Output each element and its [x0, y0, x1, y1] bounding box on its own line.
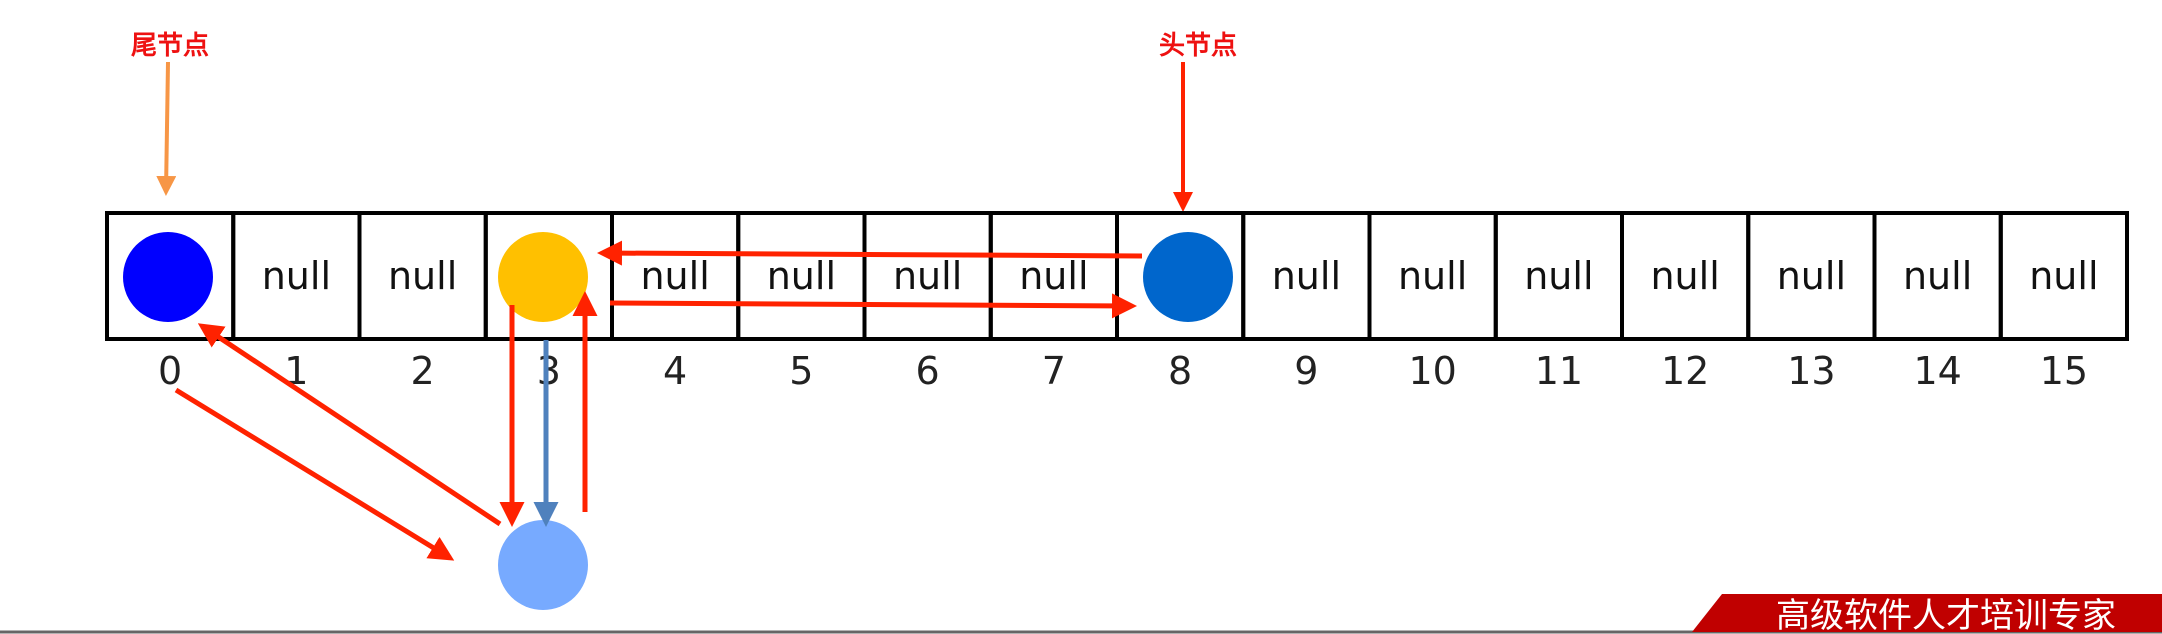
bucket-index-label: 15 — [2040, 349, 2088, 393]
bucket-null-label: null — [1019, 254, 1088, 298]
bucket-index-label: 13 — [1787, 349, 1835, 393]
bucket-null-label: null — [1524, 254, 1593, 298]
arrow-node8-to-node3 — [597, 240, 1143, 266]
new-node — [498, 520, 588, 610]
bucket-index-label: 7 — [1042, 349, 1066, 393]
bucket-null-label: null — [388, 254, 457, 298]
bucket-index-label: 5 — [789, 349, 813, 393]
bucket-index-label: 4 — [663, 349, 687, 393]
footer-banner — [1692, 594, 2162, 632]
bucket-null-label: null — [640, 254, 709, 298]
tail-node-label: 尾节点 — [131, 30, 209, 61]
bucket-cell-15 — [1998, 211, 2129, 341]
bucket-null-label: null — [1398, 254, 1467, 298]
node-bucket-8 — [1143, 232, 1233, 322]
arrow-node0-to-new — [174, 387, 455, 561]
bucket-index-label: 3 — [537, 349, 561, 393]
node-bucket-3 — [498, 232, 588, 322]
bucket-null-label: null — [767, 254, 836, 298]
footer-slogan: 高级软件人才培训专家 — [1776, 596, 2116, 634]
bucket-null-label: null — [262, 254, 331, 298]
tail-pointer-arrow — [156, 61, 177, 196]
bucket-index-label: 10 — [1408, 349, 1456, 393]
bucket-null-label: null — [893, 254, 962, 298]
bucket-null-label: null — [2029, 254, 2098, 298]
bucket-index-label: 12 — [1661, 349, 1709, 393]
bucket-null-label: null — [1777, 254, 1846, 298]
bucket-array: null null null null null null null null null null… — [105, 211, 2129, 341]
head-node-label: 头节点 — [1159, 30, 1237, 61]
bucket-index-label: 9 — [1294, 349, 1318, 393]
bucket-index-label: 14 — [1913, 349, 1961, 393]
bucket-null-label: null — [1650, 254, 1719, 298]
bucket-null-label: null — [1272, 254, 1341, 298]
bucket-index-label: 11 — [1535, 349, 1583, 393]
bucket-index-label: 6 — [916, 349, 940, 393]
bucket-index-label: 2 — [411, 349, 435, 393]
arrow-new-to-node0 — [197, 323, 502, 527]
node-bucket-0 — [123, 232, 213, 322]
bucket-index-label: 8 — [1168, 349, 1192, 393]
arrow-node3-to-node8 — [609, 293, 1137, 319]
bucket-null-label: null — [1903, 254, 1972, 298]
bucket-index-label: 0 — [158, 349, 182, 393]
